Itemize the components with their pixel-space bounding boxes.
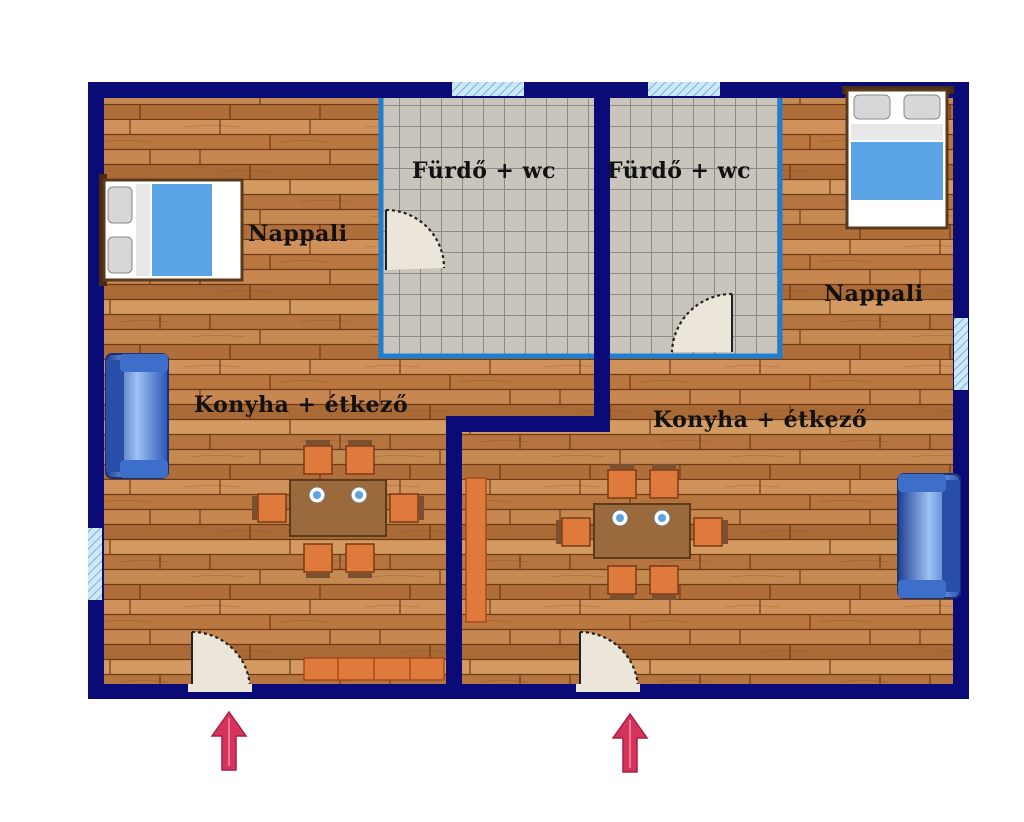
dining-set-right [556, 464, 728, 600]
bed-right [842, 86, 954, 230]
bed-left [99, 174, 244, 286]
label-left-living: Nappali [248, 221, 348, 247]
arrow-up-icon [611, 712, 649, 773]
label-right-kitchen: Konyha + étkező [653, 407, 867, 433]
sofa-right [897, 473, 961, 599]
dining-set-left [252, 440, 424, 578]
window-icon [88, 82, 968, 600]
label-right-bathroom: Fürdő + wc [607, 158, 751, 184]
kitchen-counter-left [303, 657, 445, 681]
kitchen-counter-right [465, 477, 487, 623]
door-swing-icon [385, 208, 733, 353]
arrow-up-icon [210, 710, 248, 771]
label-left-kitchen: Konyha + étkező [194, 392, 408, 418]
sofa-left [105, 353, 169, 479]
label-right-living: Nappali [824, 281, 924, 307]
door-swing-icon [188, 630, 640, 692]
label-left-bathroom: Fürdő + wc [412, 158, 556, 184]
